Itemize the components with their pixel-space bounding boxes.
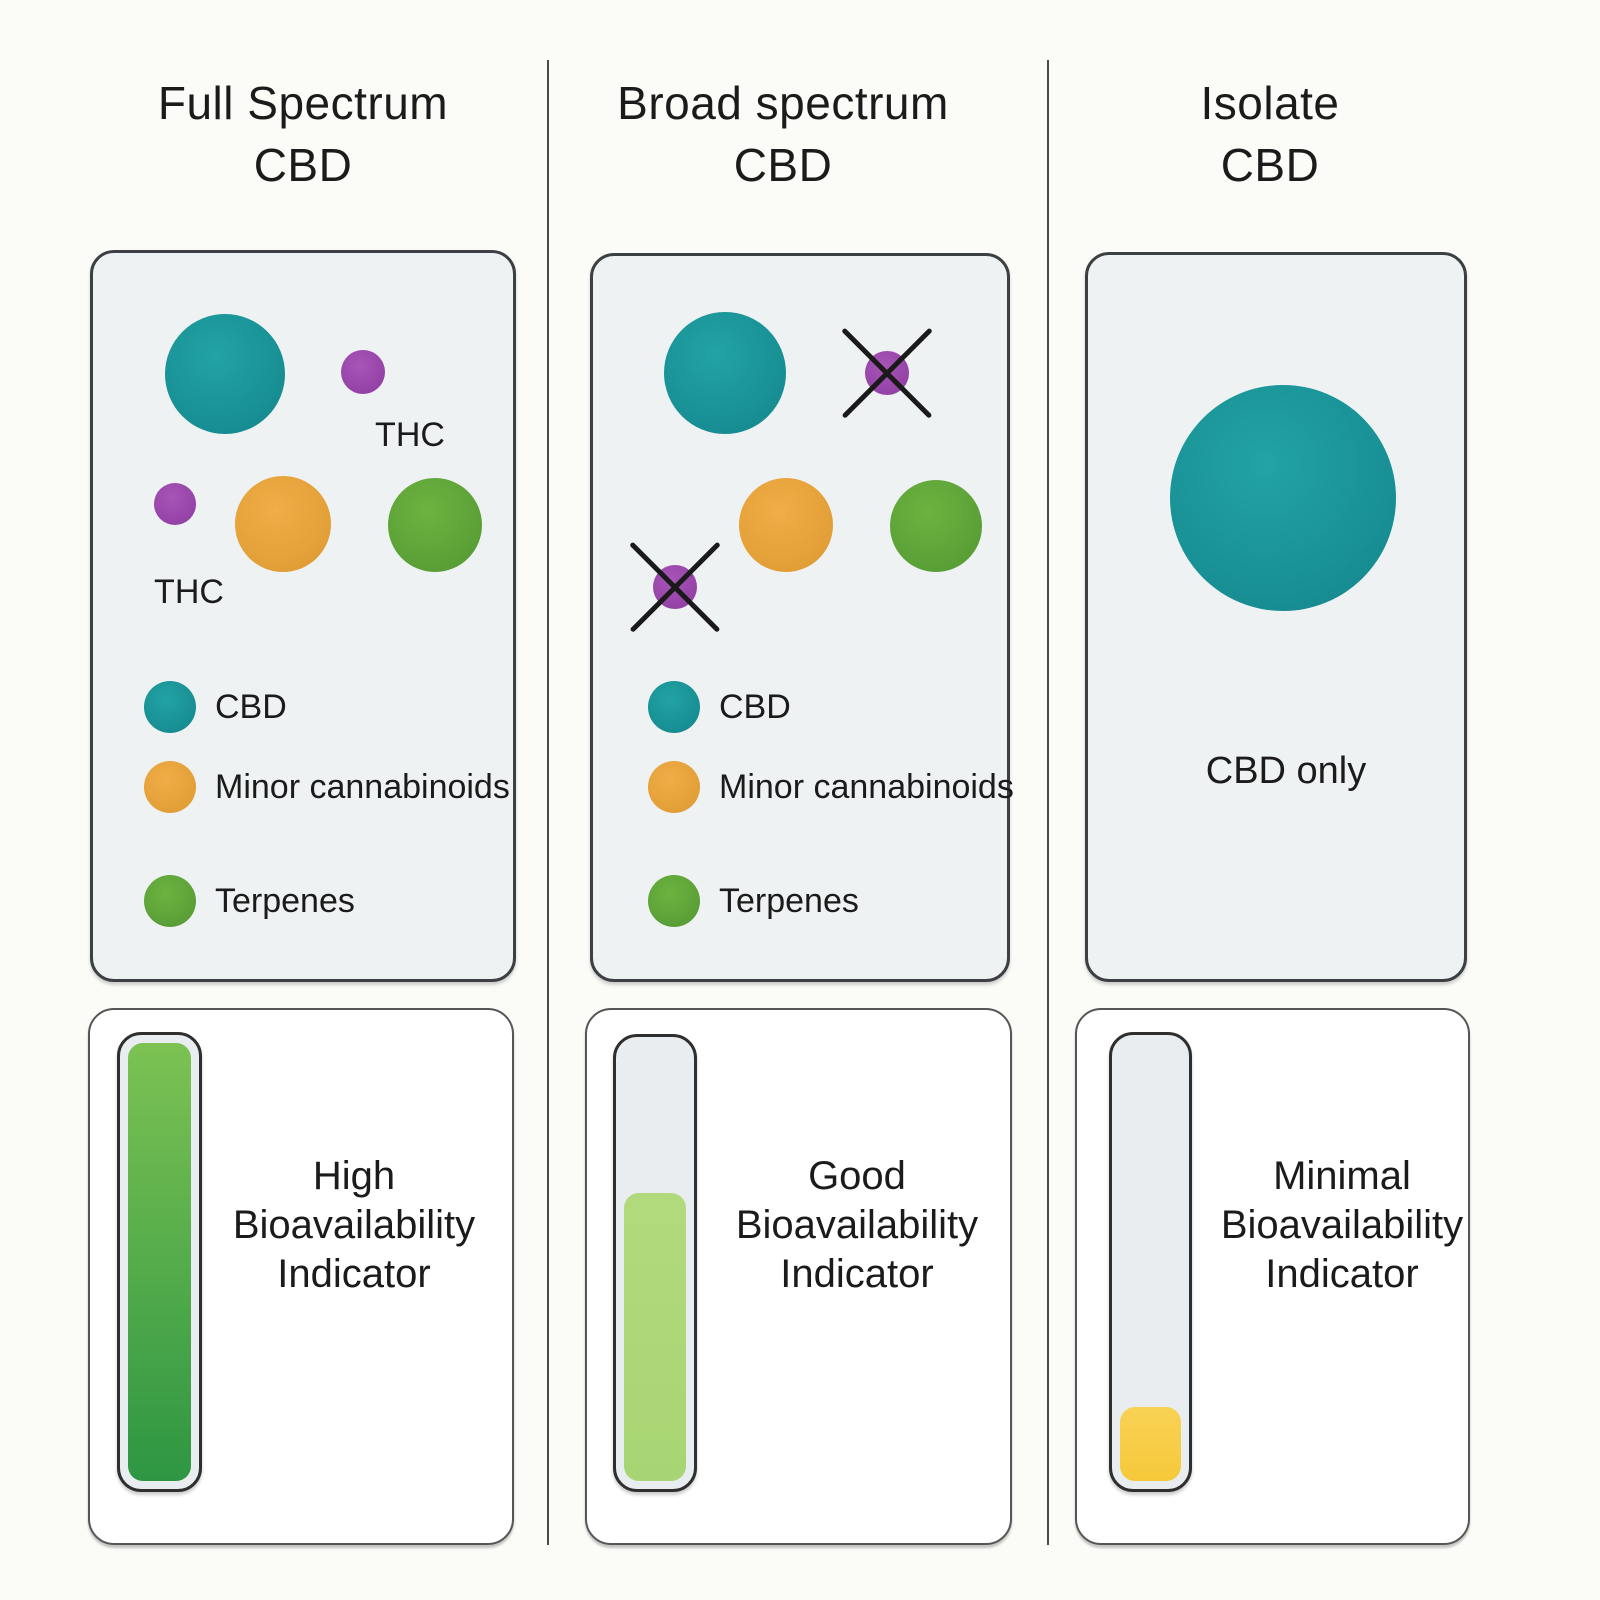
legend-item-cbd: CBD — [648, 681, 1014, 733]
legend-item-cbd: CBD — [144, 681, 510, 733]
isolate-composition-card: CBD only — [1085, 252, 1467, 982]
cbd-circle — [664, 312, 786, 434]
minor-cannabinoids-circle — [739, 478, 833, 572]
full-spectrum-composition-card: THC THC CBD Minor cannabinoids Terpenes — [90, 250, 516, 982]
gauge-track — [624, 1045, 686, 1481]
thc-circle-top — [341, 350, 385, 394]
terpenes-legend-label: Terpenes — [719, 882, 859, 920]
minor-cannabinoids-circle — [235, 476, 331, 572]
minor-cannabinoids-legend-label: Minor cannabinoids — [215, 768, 510, 806]
minimal-bioavailability-label: Minimal Bioavailability Indicator — [1220, 1154, 1464, 1296]
title-line-1: Broad spectrum — [617, 77, 949, 129]
broad-spectrum-bioavailability-panel: Good Bioavailability Indicator — [585, 1008, 1012, 1545]
title-line-2: CBD — [733, 139, 833, 191]
column-title-broad-spectrum: Broad spectrum CBD — [565, 72, 1001, 196]
title-line-2: CBD — [1220, 139, 1320, 191]
isolate-bioavailability-panel: Minimal Bioavailability Indicator — [1075, 1008, 1470, 1545]
minor-cannabinoids-legend-dot — [144, 761, 196, 813]
legend-item-minor-cannabinoids: Minor cannabinoids — [144, 761, 510, 813]
legend-item-terpenes: Terpenes — [144, 875, 510, 927]
thc-circle-bottom — [154, 483, 196, 525]
gauge-fill-good — [624, 1193, 686, 1481]
title-line-1: Isolate — [1200, 77, 1340, 129]
bioavailability-gauge-high — [117, 1032, 202, 1492]
bioavailability-gauge-good — [613, 1034, 697, 1492]
legend-item-terpenes: Terpenes — [648, 875, 1014, 927]
column-title-full-spectrum: Full Spectrum CBD — [90, 72, 516, 196]
legend-item-minor-cannabinoids: Minor cannabinoids — [648, 761, 1014, 813]
title-line-1: Full Spectrum — [157, 77, 449, 129]
terpenes-circle — [890, 480, 982, 572]
column-divider-left — [547, 60, 549, 1545]
high-bioavailability-label: High Bioavailability Indicator — [232, 1154, 476, 1296]
cross-out-icon-top — [827, 313, 947, 433]
terpenes-legend-dot — [648, 875, 700, 927]
cbd-circle — [165, 314, 285, 434]
good-bioavailability-label: Good Bioavailability Indicator — [735, 1154, 979, 1296]
thc-label-bottom: THC — [154, 573, 224, 611]
terpenes-legend-dot — [144, 875, 196, 927]
column-title-isolate: Isolate CBD — [1060, 72, 1480, 196]
cbd-legend-dot — [648, 681, 700, 733]
title-line-2: CBD — [253, 139, 353, 191]
thc-label-top: THC — [375, 416, 445, 454]
cbd-legend-label: CBD — [719, 688, 791, 726]
minor-cannabinoids-legend-label: Minor cannabinoids — [719, 768, 1014, 806]
minor-cannabinoids-legend-dot — [648, 761, 700, 813]
bioavailability-gauge-minimal — [1109, 1032, 1192, 1492]
gauge-track — [128, 1043, 191, 1481]
cross-out-icon-bottom — [615, 527, 735, 647]
broad-spectrum-composition-card: CBD Minor cannabinoids Terpenes — [590, 253, 1014, 982]
cbd-legend-label: CBD — [215, 688, 287, 726]
terpenes-legend-label: Terpenes — [215, 882, 355, 920]
terpenes-circle — [388, 478, 482, 572]
gauge-fill-minimal — [1120, 1406, 1181, 1481]
column-divider-right — [1047, 60, 1049, 1545]
cbd-only-label: CBD only — [1205, 750, 1367, 792]
full-spectrum-bioavailability-panel: High Bioavailability Indicator — [88, 1008, 514, 1545]
cbd-only-circle — [1170, 385, 1396, 611]
gauge-fill-high — [128, 1043, 191, 1481]
cbd-legend-dot — [144, 681, 196, 733]
gauge-track — [1120, 1043, 1181, 1481]
